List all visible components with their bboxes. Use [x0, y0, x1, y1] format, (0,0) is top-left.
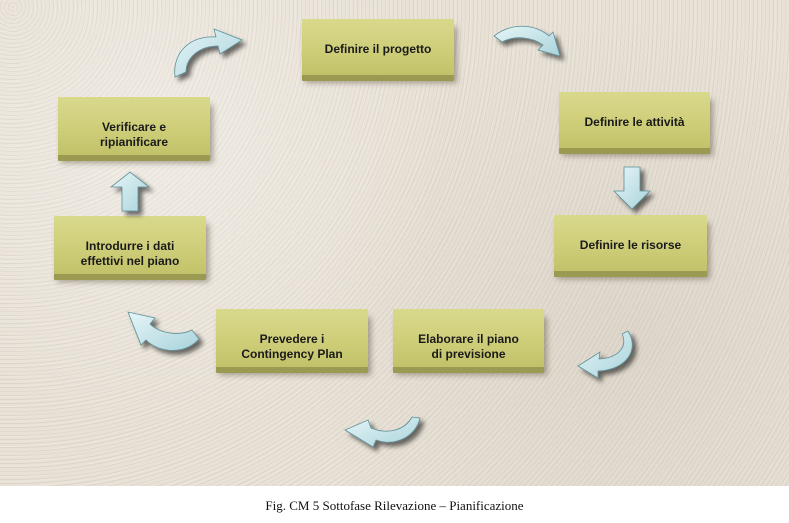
step-elaborare-piano: Elaborare il piano di previsione [393, 309, 544, 367]
curved-arrow-icon [127, 311, 200, 351]
diagram-canvas: Definire il progetto Definire le attivit… [0, 0, 789, 486]
step-definire-risorse: Definire le risorse [554, 215, 707, 271]
figure-caption: Fig. CM 5 Sottofase Rilevazione – Pianif… [265, 498, 524, 513]
step-verificare-ripianificare: Verificare e ripianificare [58, 97, 210, 155]
down-arrow-icon [613, 166, 651, 210]
step-introdurre-dati: Introdurre i dati effettivi nel piano [54, 216, 206, 274]
cycle-arrows [109, 25, 651, 448]
curved-arrow-icon [174, 28, 243, 78]
curved-arrow-icon [344, 416, 421, 448]
step-label: Introdurre i dati effettivi nel piano [80, 239, 180, 268]
step-definire-progetto: Definire il progetto [302, 19, 454, 75]
step-label: Prevedere i Contingency Plan [241, 332, 343, 361]
step-label: Definire il progetto [324, 42, 432, 56]
up-arrow-icon [109, 171, 151, 212]
curved-arrow-icon [577, 330, 633, 379]
step-label: Definire le risorse [579, 238, 682, 252]
step-label: Verificare e ripianificare [99, 120, 169, 149]
step-label: Definire le attività [584, 115, 685, 129]
step-prevedere-contingency: Prevedere i Contingency Plan [216, 309, 368, 367]
step-definire-attivita: Definire le attività [559, 92, 710, 148]
step-label: Elaborare il piano di previsione [418, 332, 519, 361]
curved-arrow-icon [493, 25, 561, 57]
